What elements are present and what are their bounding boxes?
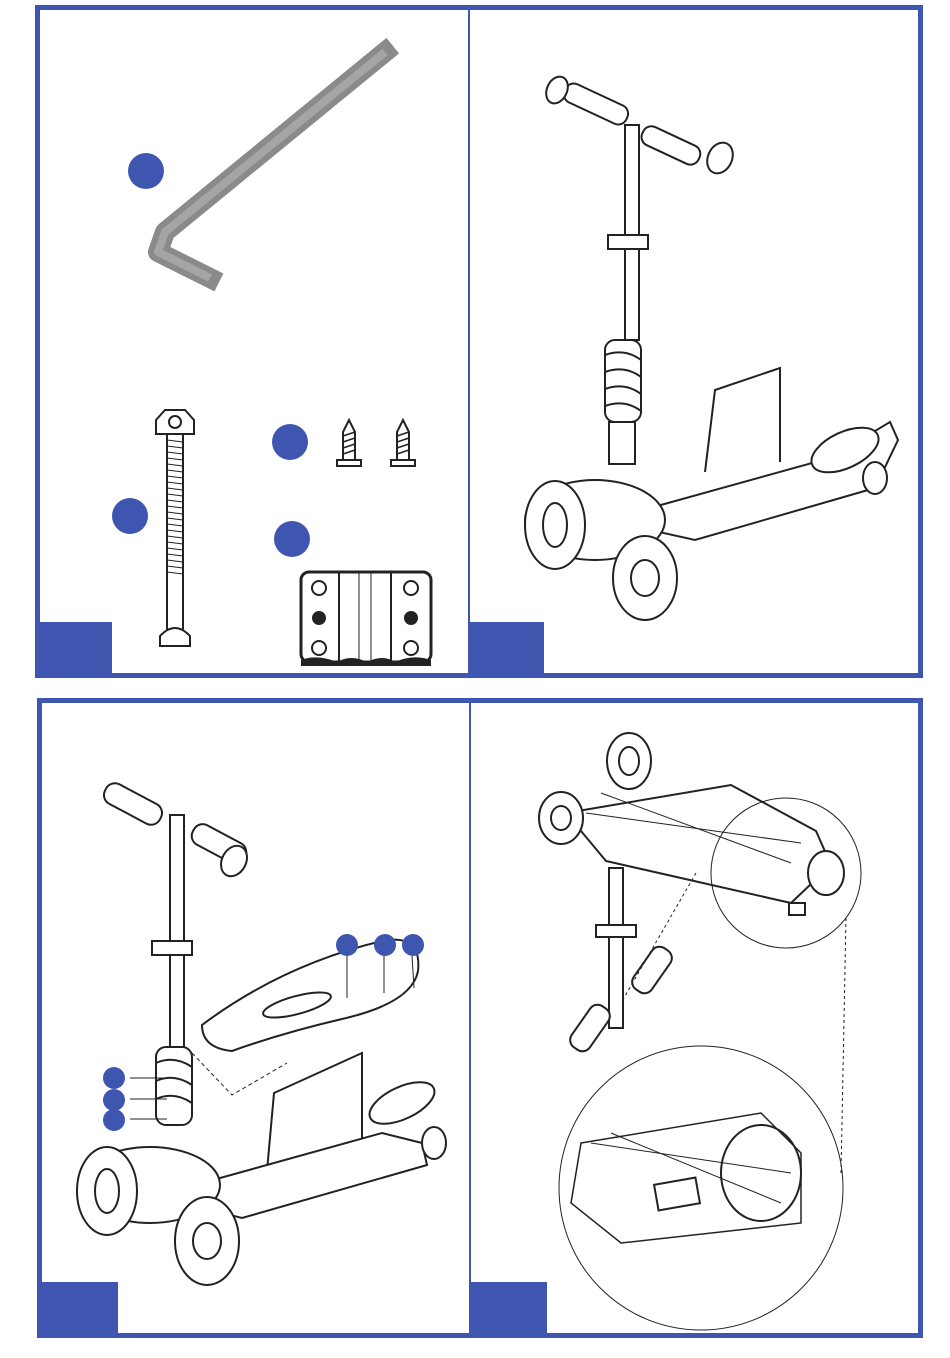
part-marker [336, 934, 358, 956]
underside-detail-panel [471, 703, 918, 1333]
part-marker [103, 1067, 125, 1089]
step-number-tab [42, 1282, 118, 1333]
clamp-plate-icon [297, 568, 437, 672]
part-marker-screw [272, 424, 308, 460]
scooter-underside-illustration [471, 703, 918, 1333]
assembled-panel [470, 10, 918, 673]
top-sheet [35, 5, 923, 678]
step-number-tab [40, 622, 112, 673]
part-marker-hex-key [128, 153, 164, 189]
part-marker [103, 1089, 125, 1111]
scooter-assembled-illustration [470, 10, 918, 673]
step-number-tab [470, 622, 544, 673]
scooter-seat-illustration [42, 703, 469, 1333]
part-marker [103, 1109, 125, 1131]
parts-panel [40, 10, 468, 673]
screw-icon [325, 418, 435, 478]
part-marker [402, 934, 424, 956]
seat-attachment-panel [42, 703, 469, 1333]
part-marker-clamp-plate [274, 521, 310, 557]
axle-bolt-icon [150, 408, 210, 658]
part-marker [374, 934, 396, 956]
step-number-tab [471, 1282, 547, 1333]
bottom-sheet [37, 698, 923, 1338]
part-marker-axle-bolt [112, 498, 148, 534]
